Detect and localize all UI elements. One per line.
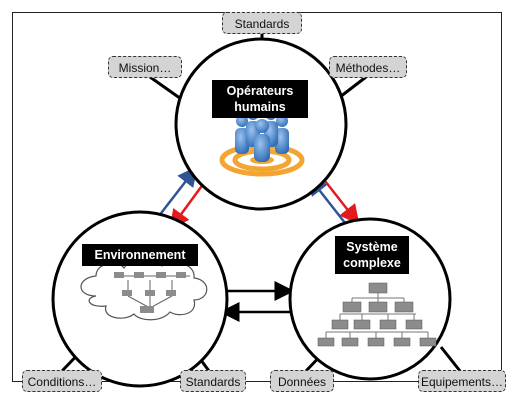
org-chart-icon — [317, 282, 437, 347]
connector-equipements — [439, 346, 462, 372]
tag-standards-bottom: Standards — [180, 370, 246, 392]
arrow-env-to-op — [154, 166, 198, 222]
tag-methodes: Méthodes… — [329, 56, 407, 78]
tag-mission: Mission… — [108, 56, 182, 78]
tag-conditions: Conditions… — [22, 370, 102, 392]
connector-mission — [149, 75, 185, 103]
tag-equipements: Equipements… — [418, 370, 506, 392]
tag-donnees: Données — [270, 370, 334, 392]
tag-standards-top: Standards — [222, 12, 302, 34]
title-environnement: Environnement — [82, 244, 198, 266]
title-operateurs: Opérateurs humains — [212, 80, 308, 118]
relation-arrows — [154, 166, 360, 322]
title-systeme: Système complexe — [335, 236, 409, 274]
